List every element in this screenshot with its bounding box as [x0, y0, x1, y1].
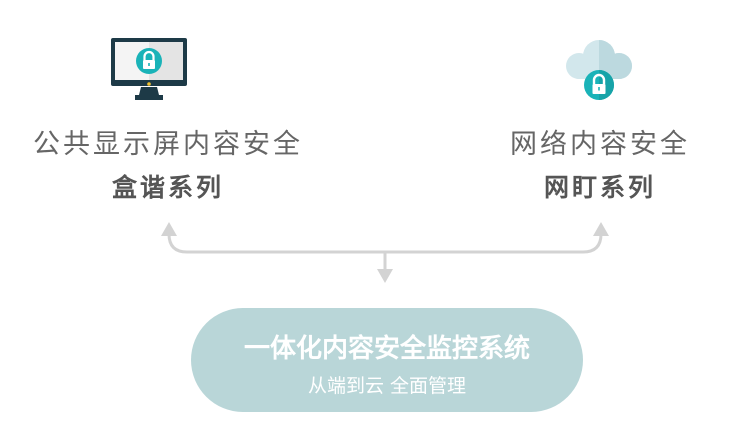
left-product-series: 盒谐系列 — [111, 173, 224, 202]
monitor-lock-icon — [111, 38, 187, 100]
right-product-title: 网络内容安全 — [510, 129, 690, 160]
connector-arrows — [161, 222, 609, 283]
system-title: 一体化内容安全监控系统 — [243, 334, 530, 364]
right-product-series: 网盯系列 — [543, 173, 656, 202]
cloud-lock-icon — [566, 40, 632, 100]
system-pill: 一体化内容安全监控系统 从端到云 全面管理 — [191, 308, 583, 412]
left-product-title: 公共显示屏内容安全 — [33, 129, 303, 160]
system-subtitle: 从端到云 全面管理 — [307, 375, 467, 397]
